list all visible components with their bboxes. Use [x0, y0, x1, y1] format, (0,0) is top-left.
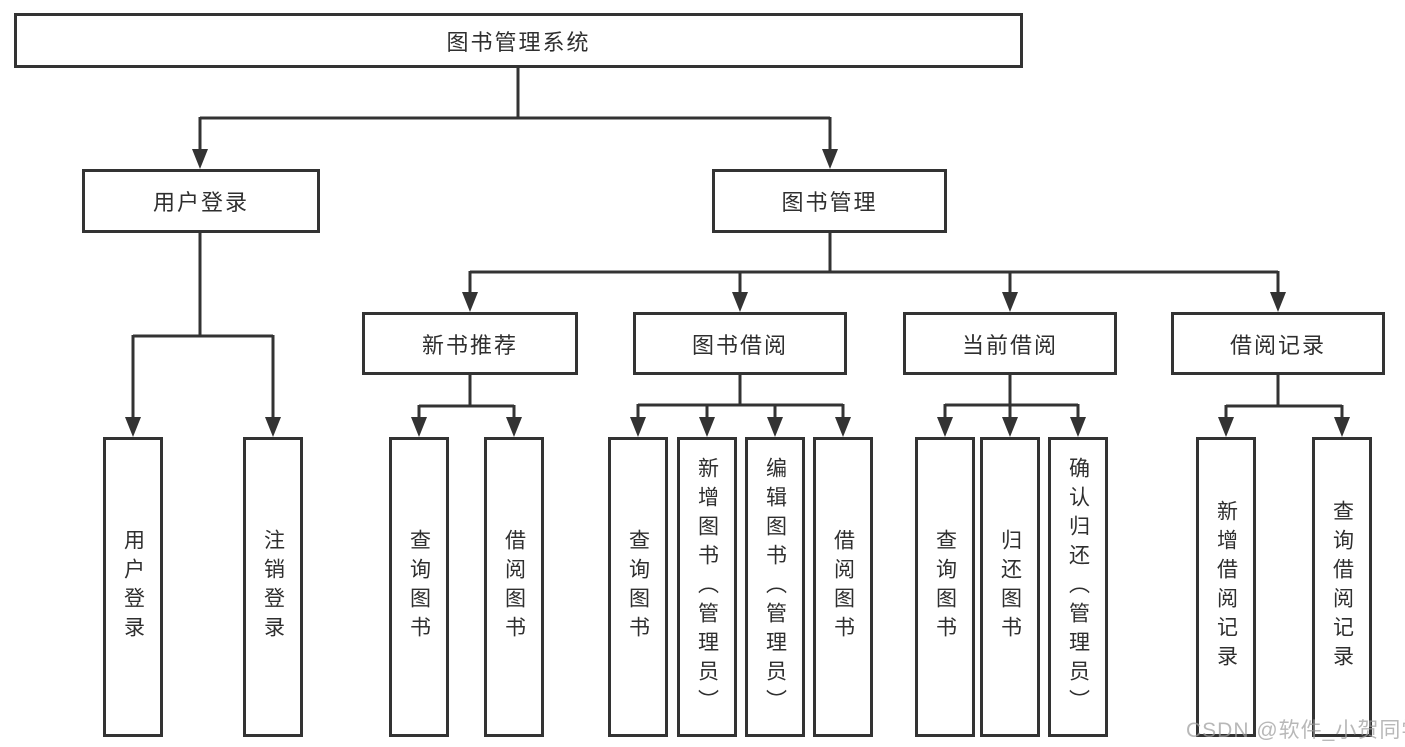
node-book-borrow: 图书借阅: [633, 312, 847, 375]
leaf-query-books-recommend: 查询图书: [389, 437, 449, 737]
leaf-logout: 注销登录: [243, 437, 303, 737]
leaf-return-books: 归还图书: [980, 437, 1040, 737]
node-current-borrow: 当前借阅: [903, 312, 1117, 375]
leaf-user-login: 用户登录: [103, 437, 163, 737]
leaf-borrow-books-recommend: 借阅图书: [484, 437, 544, 737]
leaf-edit-books-admin: 编辑图书（管理员）: [745, 437, 805, 737]
node-new-book-recommend: 新书推荐: [362, 312, 578, 375]
node-user-login-branch: 用户登录: [82, 169, 320, 233]
leaf-query-books-borrow: 查询图书: [608, 437, 668, 737]
leaf-borrow-books: 借阅图书: [813, 437, 873, 737]
leaf-add-books-admin: 新增图书（管理员）: [677, 437, 737, 737]
node-library-management-system: 图书管理系统: [14, 13, 1023, 68]
leaf-add-borrow-record: 新增借阅记录: [1196, 437, 1256, 737]
node-borrow-records: 借阅记录: [1171, 312, 1385, 375]
arrowheads: [125, 149, 1350, 437]
leaf-query-books-current: 查询图书: [915, 437, 975, 737]
node-book-management-branch: 图书管理: [712, 169, 947, 233]
csdn-watermark: CSDN @软件_小贺同学: [1186, 719, 1405, 742]
leaf-query-borrow-record: 查询借阅记录: [1312, 437, 1372, 737]
leaf-confirm-return-admin: 确认归还（管理员）: [1048, 437, 1108, 737]
